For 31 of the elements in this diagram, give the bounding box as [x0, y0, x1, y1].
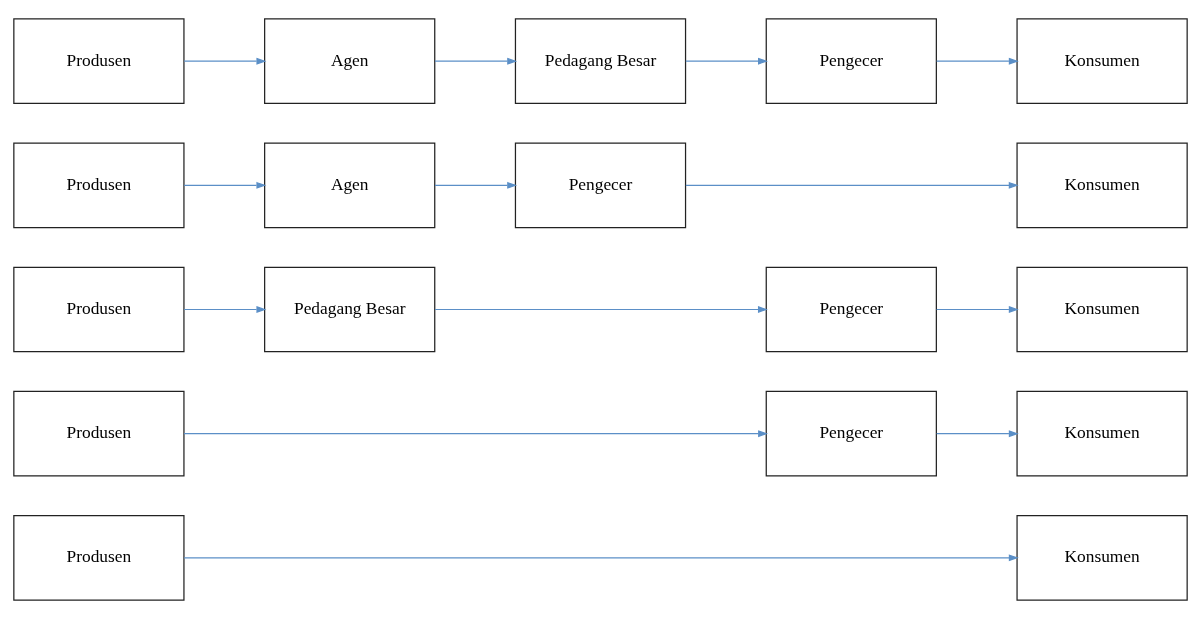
arrow: [936, 430, 1019, 438]
arrow: [936, 57, 1019, 65]
arrow: [183, 181, 267, 189]
node-box: Pengecer: [765, 266, 937, 353]
node-box: Pedagang Besar: [514, 18, 687, 104]
node-box: Pedagang Besar: [264, 266, 436, 353]
node-box: Pengecer: [765, 18, 937, 104]
node-box: Konsumen: [1016, 142, 1188, 229]
node-box: Produsen: [13, 18, 185, 104]
node-box: Produsen: [13, 390, 185, 477]
arrow: [183, 306, 267, 313]
node-box: Produsen: [13, 515, 185, 601]
arrow: [183, 57, 267, 65]
arrow: [434, 181, 518, 189]
node-box: Konsumen: [1016, 515, 1188, 601]
node-box: Agen: [264, 18, 436, 104]
node-box: Pengecer: [514, 142, 687, 229]
node-box: Agen: [264, 142, 436, 229]
arrow: [936, 306, 1019, 313]
arrow: [434, 306, 768, 313]
node-box: Produsen: [13, 142, 185, 229]
arrow: [183, 554, 1019, 562]
node-box: Pengecer: [765, 390, 937, 477]
node-box: Konsumen: [1016, 390, 1188, 477]
node-box: Konsumen: [1016, 266, 1188, 353]
arrow: [685, 57, 768, 65]
arrow: [685, 181, 1019, 189]
arrow: [183, 430, 769, 438]
arrow: [434, 57, 518, 65]
node-box: Konsumen: [1016, 18, 1188, 104]
node-box: Produsen: [13, 266, 185, 353]
